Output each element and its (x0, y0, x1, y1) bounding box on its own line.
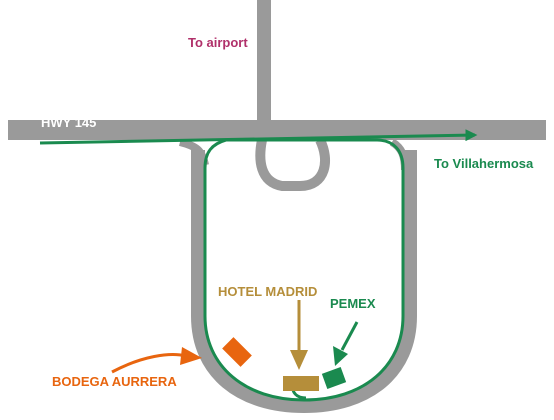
airport-label: To airport (188, 35, 248, 50)
hotel-madrid-label: HOTEL MADRID (218, 284, 318, 299)
highway-label: HWY 145 (41, 115, 97, 130)
pemex-arrow (333, 321, 359, 366)
pemex-marker (321, 367, 347, 389)
small-loop-road (255, 137, 331, 191)
hotel-arrow (290, 300, 308, 370)
hotel-madrid-marker (283, 376, 319, 391)
bodega-aurrera-marker (222, 337, 252, 367)
main-loop-road (191, 150, 417, 414)
villahermosa-label: To Villahermosa (434, 156, 534, 171)
bodega-arrow (111, 347, 202, 374)
route-loop (203, 138, 405, 402)
bodega-aurrera-label: BODEGA AURRERA (52, 374, 177, 389)
roads (8, 0, 546, 414)
pemex-label: PEMEX (330, 296, 376, 311)
